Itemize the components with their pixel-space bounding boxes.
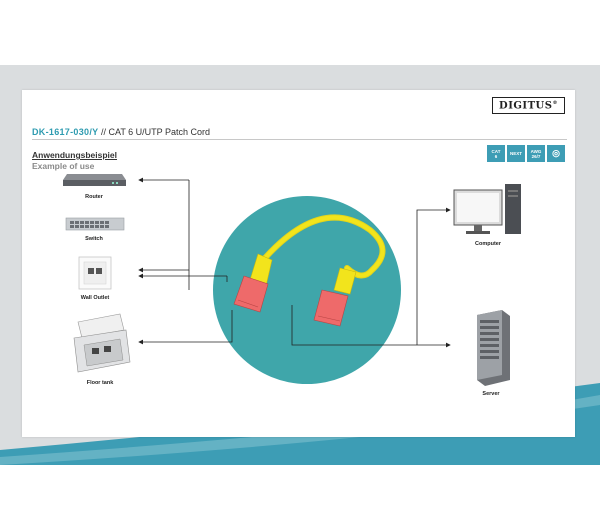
right-connectors	[291, 207, 451, 348]
connection-diagram	[63, 174, 521, 386]
section-title-en: Example of use	[32, 161, 95, 171]
product-stage: DIGITUS® DK-1617-030/Y // CAT 6 U/UTP Pa…	[0, 65, 600, 465]
label-router: Router	[85, 194, 103, 200]
product-headline: DK-1617-030/Y // CAT 6 U/UTP Patch Cord	[32, 127, 210, 137]
left-connectors	[138, 177, 233, 345]
brand-logo: DIGITUS®	[492, 97, 565, 115]
patch-cable	[233, 214, 386, 327]
product-circle	[213, 196, 401, 384]
header-divider	[32, 139, 567, 140]
floor-tank-icon	[73, 313, 131, 373]
product-name: CAT 6 U/UTP Patch Cord	[108, 127, 211, 137]
switch-icon	[65, 217, 125, 231]
computer-icon	[453, 184, 521, 234]
router-icon	[63, 174, 126, 186]
next-badge: NEXT	[507, 145, 525, 162]
diagram-card: DIGITUS® DK-1617-030/Y // CAT 6 U/UTP Pa…	[22, 90, 575, 437]
label-computer: Computer	[475, 241, 501, 247]
wall-outlet-icon	[78, 256, 112, 290]
section-title-de: Anwendungsbeispiel	[32, 150, 118, 160]
headline-separator: //	[100, 127, 106, 137]
label-wall-outlet: Wall Outlet	[80, 295, 110, 301]
label-switch: Switch	[85, 236, 103, 242]
product-sku: DK-1617-030/Y	[32, 127, 99, 137]
server-icon	[477, 310, 510, 386]
label-server: Server	[482, 391, 500, 397]
halogen-free-icon: ◎	[547, 145, 565, 162]
label-floor-tank: Floor tank	[86, 380, 114, 386]
